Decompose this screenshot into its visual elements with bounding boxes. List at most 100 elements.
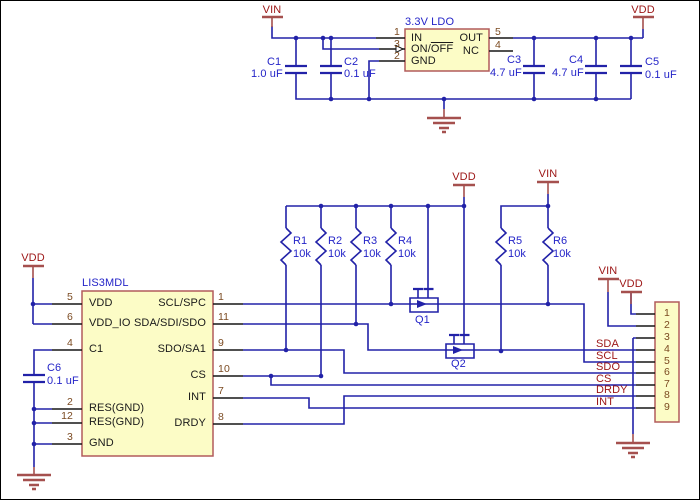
- connector-pin-number-5: 5: [664, 355, 670, 367]
- ic-pin-number-10: 10: [218, 363, 230, 375]
- ic-pin-name-gnd: GND: [89, 437, 114, 449]
- capacitor-c3-value: 4.7 uF: [490, 67, 522, 79]
- capacitor-c3-symbol: [523, 64, 545, 75]
- capacitor-c6-symbol: [23, 373, 45, 384]
- ground-symbol-connector: [616, 434, 650, 459]
- ldo-title: 3.3V LDO: [405, 16, 455, 28]
- ldo-enable-arrow: [395, 44, 405, 54]
- resistor-r3-value: 10k: [363, 248, 382, 260]
- ic-pin-number-7: 7: [218, 385, 224, 397]
- ldo-pin-stubs: [376, 37, 513, 62]
- net-label-sda: SDA: [596, 338, 619, 350]
- resistor-r6-symbol: [541, 227, 555, 266]
- junction-dots: [30, 35, 634, 447]
- resistor-r5-ref: R5: [508, 235, 523, 247]
- ic-pin-name-sdosa1: SDO/SA1: [157, 343, 206, 355]
- ic-pin-name-res2: RES(GND): [89, 416, 145, 428]
- resistor-r2-value: 10k: [328, 248, 347, 260]
- net-label-int: INT: [596, 396, 615, 408]
- ic-pin-number-4: 4: [67, 337, 73, 349]
- ic-pin-name-int: INT: [187, 391, 206, 403]
- net-label-scl: SCL: [596, 350, 618, 362]
- ground-symbol-left: [17, 467, 51, 491]
- ic-pin-name-sclspc: SCL/SPC: [158, 297, 206, 309]
- ic-pin-number-8: 8: [218, 411, 224, 423]
- capacitor-c5-value: 0.1 uF: [645, 69, 677, 81]
- resistor-r4-ref: R4: [398, 235, 413, 247]
- resistor-r3-symbol: [349, 227, 363, 266]
- ldo-pin-name-onoff: ON/OFF: [411, 44, 453, 55]
- net-label-cs: CS: [596, 373, 612, 385]
- ldo-pin-number-gnd: 2: [394, 50, 400, 62]
- capacitor-c5-symbol: [620, 64, 642, 75]
- ic-pin-name-res1: RES(GND): [89, 402, 145, 414]
- vin-label-mid: VIN: [538, 168, 558, 180]
- resistor-r5-value: 10k: [508, 248, 527, 260]
- capacitor-symbols: [23, 64, 642, 384]
- connector-box: [654, 301, 680, 423]
- ldo-pin-number-onoff: 3: [394, 38, 400, 50]
- resistor-r2-ref: R2: [328, 235, 343, 247]
- capacitor-c6-ref: C6: [47, 362, 62, 374]
- connector-pin-number-9: 9: [664, 401, 670, 413]
- ic-box: [81, 290, 214, 457]
- capacitor-c2-value: 0.1 uF: [344, 68, 376, 80]
- ldo-pin-name-in: IN: [411, 32, 423, 44]
- ic-pin-number-1: 1: [218, 291, 224, 303]
- vdd-label-top: VDD: [631, 4, 655, 16]
- mosfet-q1-symbol: [409, 287, 439, 313]
- ldo-pin-number-out: 5: [495, 26, 501, 38]
- ic-pin-number-5: 5: [67, 291, 73, 303]
- ic-pin-number-11: 11: [218, 311, 230, 323]
- ldo-pin-name-nc: NC: [462, 45, 479, 57]
- component-boxes: [81, 28, 680, 457]
- capacitor-c1-symbol: [285, 64, 307, 75]
- capacitor-c6-value: 0.1 uF: [47, 375, 79, 387]
- ic-pin-stubs: [52, 303, 243, 445]
- ldo-pin-name-out: OUT: [459, 32, 483, 44]
- resistor-r2-symbol: [314, 227, 328, 266]
- net-label-drdy: DRDY: [596, 384, 628, 396]
- ic-pin-name-vdd: VDD: [89, 297, 113, 309]
- capacitor-c4-value: 4.7 uF: [552, 67, 584, 79]
- resistor-r3-ref: R3: [363, 235, 378, 247]
- connector-pin-number-2: 2: [664, 319, 670, 331]
- resistor-symbols: [279, 227, 555, 266]
- power-symbols: [23, 15, 654, 304]
- ic-pin-number-6: 6: [67, 311, 73, 323]
- ldo-pin-number-in: 1: [394, 26, 400, 38]
- vdd-label-connector: VDD: [619, 278, 643, 290]
- resistor-r1-symbol: [279, 227, 293, 266]
- connector-pin-number-6: 6: [664, 366, 670, 378]
- capacitor-c4-symbol: [585, 64, 607, 75]
- connector-pin-number-7: 7: [664, 378, 670, 390]
- ic-pin-number-2: 2: [67, 396, 73, 408]
- ic-title: LIS3MDL: [82, 277, 129, 289]
- vin-label-top: VIN: [262, 4, 282, 16]
- mosfet-q1-ref: Q1: [415, 314, 430, 326]
- mosfet-q2-symbol: [445, 333, 475, 359]
- ldo-pin-name-on-part: ON/: [411, 43, 431, 55]
- ldo-pin-number-nc: 4: [495, 39, 501, 51]
- ic-pin-name-vddio: VDD_IO: [89, 317, 131, 329]
- ic-pin-name-drdy: DRDY: [174, 417, 206, 429]
- vdd-label-left: VDD: [21, 252, 45, 264]
- capacitor-c2-ref: C2: [344, 56, 359, 68]
- ic-pin-name-c1: C1: [89, 343, 104, 355]
- capacitor-c1-ref: C1: [267, 56, 282, 68]
- ic-pin-number-9: 9: [218, 337, 224, 349]
- resistor-r1-value: 10k: [293, 248, 312, 260]
- ic-pin-number-12: 12: [61, 410, 73, 422]
- power-stems: [32, 17, 644, 304]
- ldo-box: [404, 28, 490, 72]
- connector-pin-number-1: 1: [664, 307, 670, 319]
- ground-symbols: [17, 109, 650, 491]
- ic-pin-name-sdasdisdo: SDA/SDI/SDO: [133, 317, 206, 329]
- capacitor-c5-ref: C5: [645, 56, 660, 68]
- resistor-r6-ref: R6: [553, 235, 568, 247]
- ground-symbol-top: [427, 109, 461, 134]
- ldo-pin-name-gnd: GND: [411, 55, 436, 67]
- pin-stubs: [52, 37, 655, 445]
